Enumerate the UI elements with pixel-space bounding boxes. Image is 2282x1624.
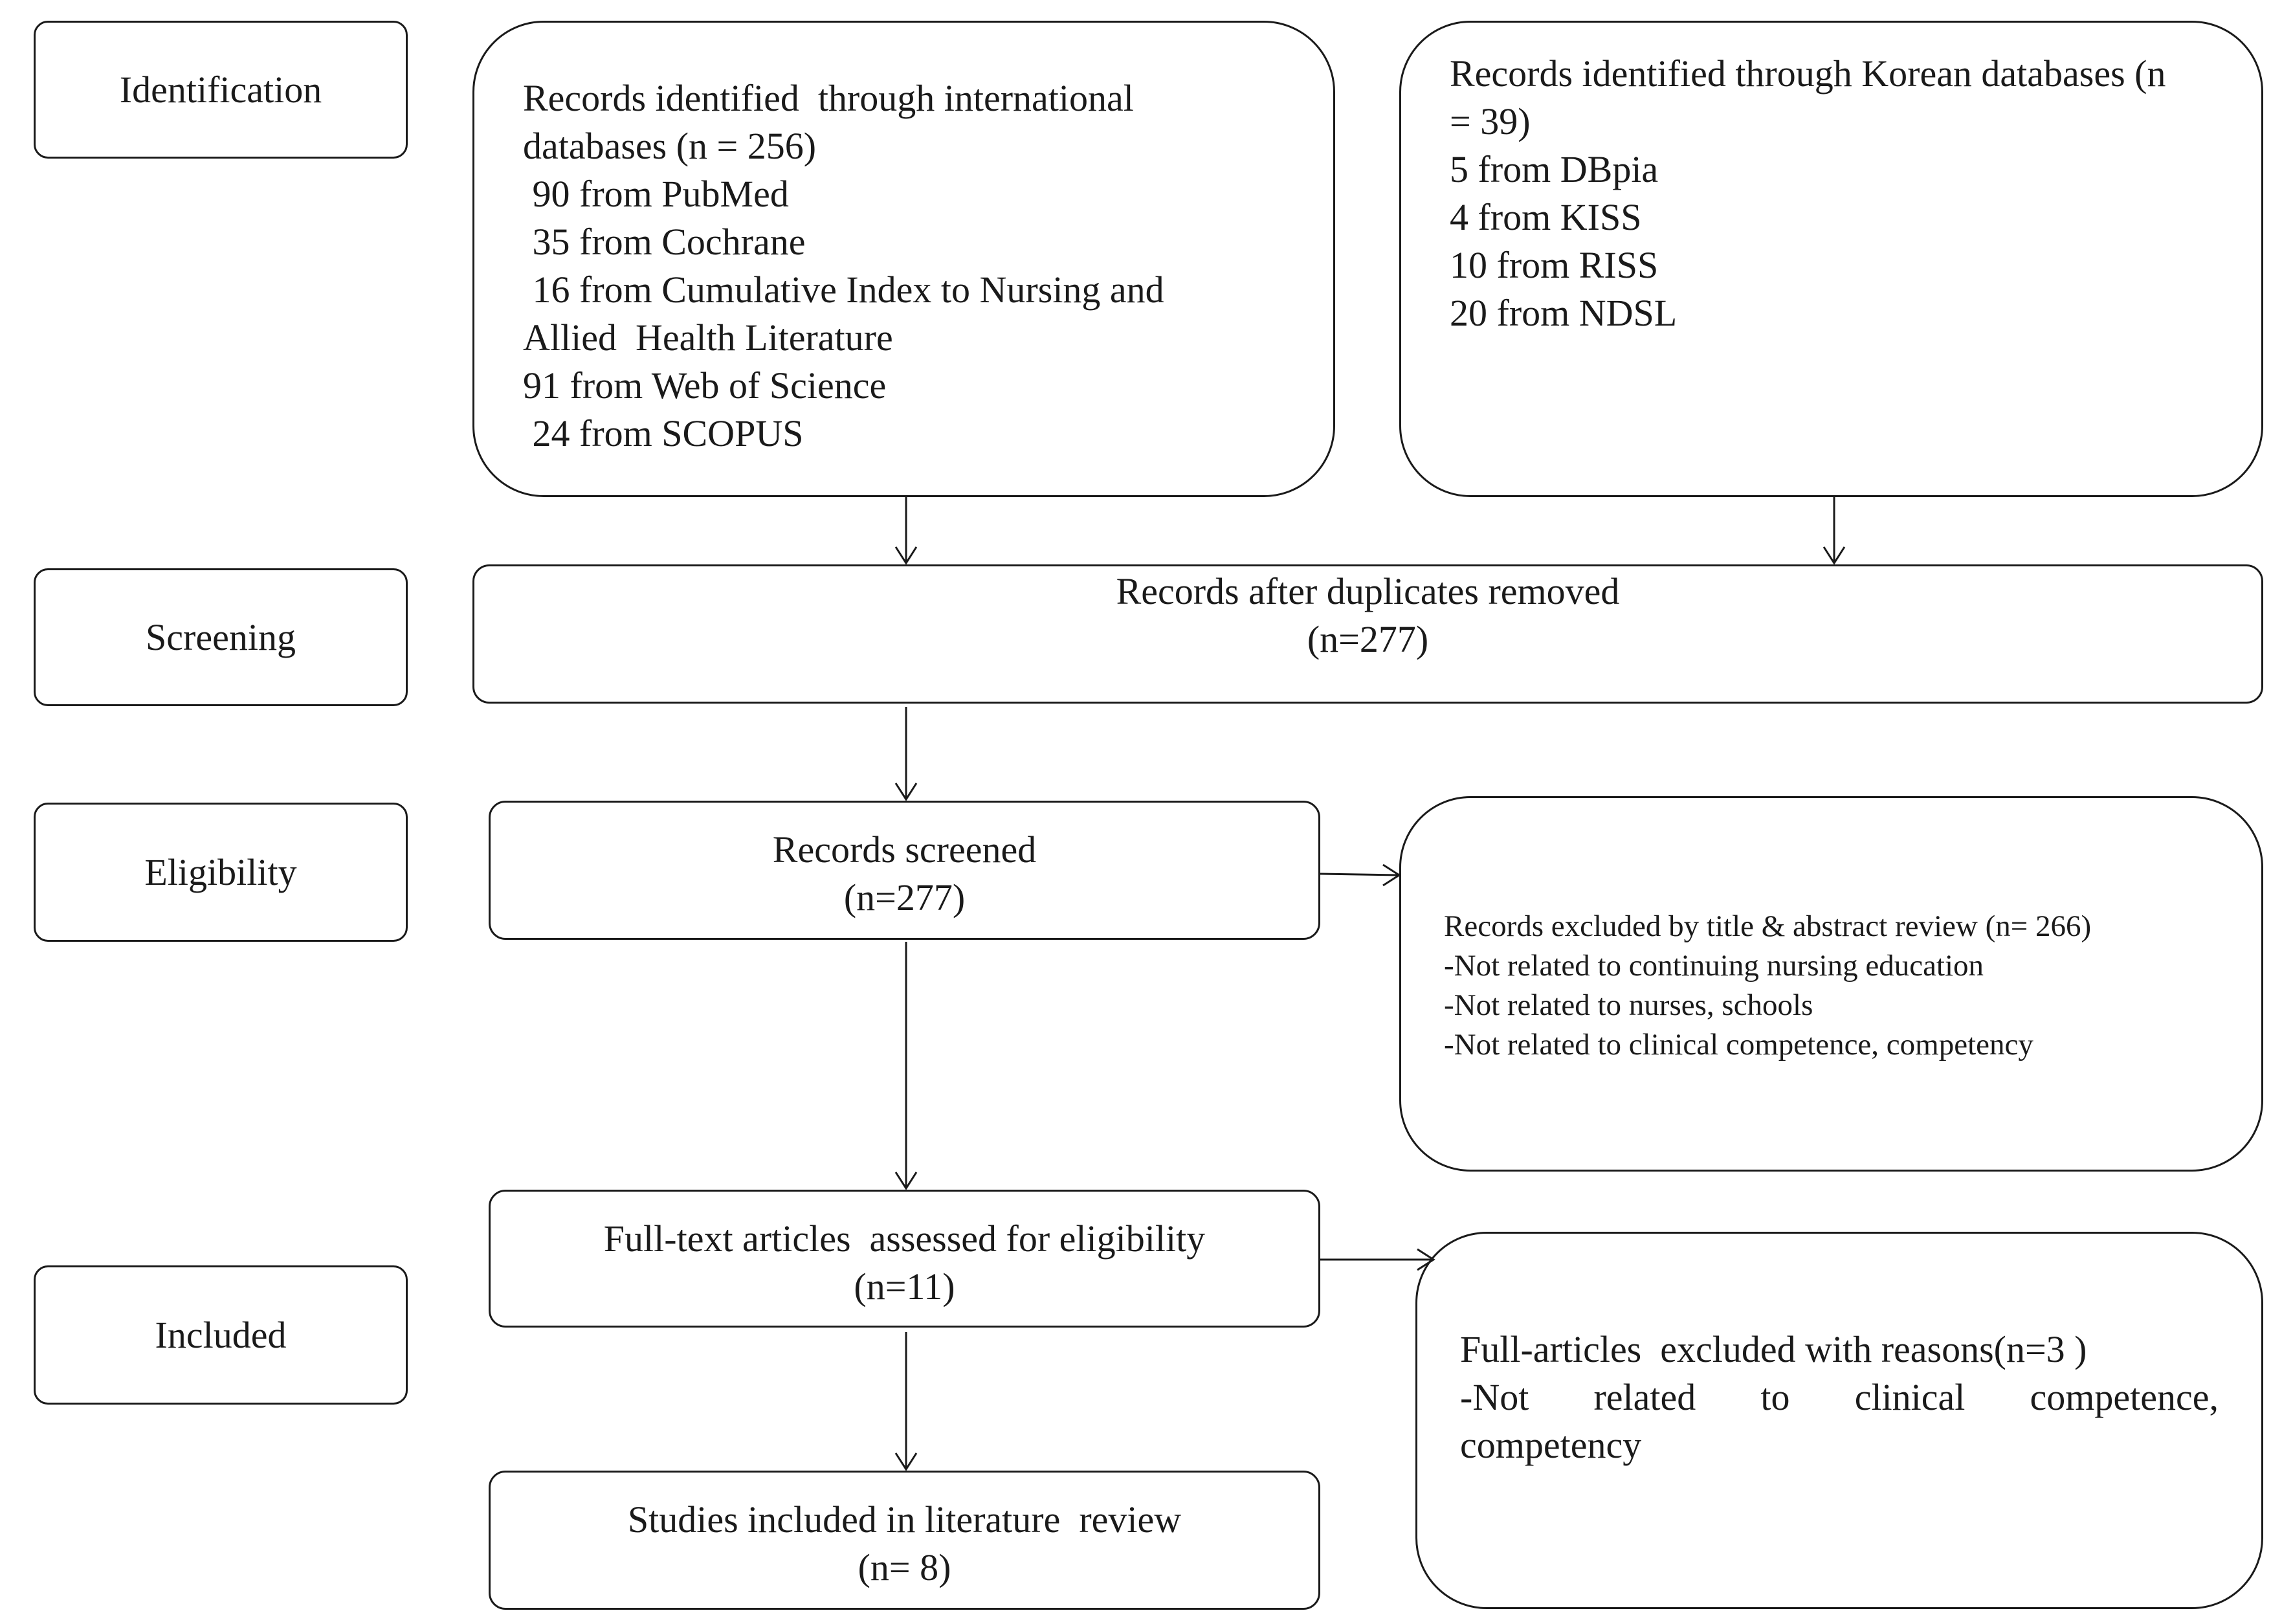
intl-line-2: databases (n = 256) [523,125,817,167]
stage-included: Included [34,1265,408,1405]
korean-line-2: = 39) [1450,100,1531,142]
korean-databases-box: Records identified through Korean databa… [1399,21,2263,497]
intl-line-6: Allied Health Literature [523,317,893,359]
arrow-screened-to-excluded [1320,873,1400,876]
records-screened-box: Records screened (n=277) [489,801,1320,940]
excluded-title-line-1: Records excluded by title & abstract rev… [1444,909,2092,943]
excluded-full-line-1: Full-articles excluded with reasons(n=3 … [1460,1328,2087,1370]
korean-line-4: 4 from KISS [1450,196,1642,238]
stage-eligibility: Eligibility [34,803,408,942]
arrowhead-screened-to-excluded [1382,863,1401,887]
duplicates-title: Records after duplicates removed [1116,570,1620,612]
arrowhead-intl-to-duplicates [894,546,918,565]
international-databases-box: Records identified through international… [472,21,1335,497]
excluded-full-word-5: competence, [2030,1376,2219,1418]
excluded-title-abstract-box: Records excluded by title & abstract rev… [1399,796,2263,1172]
intl-line-4: 35 from Cochrane [523,221,806,263]
screened-count: (n=277) [843,876,966,918]
duplicates-count: (n=277) [1307,618,1429,660]
excluded-full-line-2: -Not related to clinical competence, [1460,1374,2219,1421]
stage-screening-label: Screening [146,616,296,658]
excluded-title-line-3: -Not related to nurses, schools [1444,988,1813,1022]
intl-line-5: 16 from Cumulative Index to Nursing and [523,269,1164,311]
arrowhead-korean-to-duplicates [1822,546,1846,565]
stage-identification-label: Identification [119,69,322,111]
stage-eligibility-label: Eligibility [144,851,297,893]
arrowhead-screened-to-fulltext [894,1172,918,1190]
excluded-full-line-3: competency [1460,1424,1642,1466]
stage-identification: Identification [34,21,408,159]
korean-line-1: Records identified through Korean databa… [1450,52,2166,95]
studies-included-box: Studies included in literature review (n… [489,1471,1320,1610]
intl-line-8: 24 from SCOPUS [523,412,804,454]
arrowhead-fulltext-to-included [894,1452,918,1471]
korean-line-6: 20 from NDSL [1450,292,1678,334]
intl-line-1: Records identified through international [523,77,1134,119]
intl-line-7: 91 from Web of Science [523,364,887,406]
intl-line-3: 90 from PubMed [523,173,789,215]
arrowhead-fulltext-to-excluded [1417,1248,1435,1271]
duplicates-removed-box: Records after duplicates removed (n=277) [472,564,2263,704]
excluded-title-line-4: -Not related to clinical competence, com… [1444,1028,2033,1062]
excluded-full-word-1: -Not [1460,1376,1529,1418]
fulltext-excluded-box: Full-articles excluded with reasons(n=3 … [1415,1232,2263,1609]
fulltext-count: (n=11) [854,1265,955,1307]
fulltext-title: Full-text articles assessed for eligibil… [603,1218,1206,1260]
excluded-full-word-4: clinical [1854,1376,1966,1418]
korean-line-3: 5 from DBpia [1450,148,1659,190]
korean-line-5: 10 from RISS [1450,244,1659,286]
stage-included-label: Included [155,1314,287,1356]
screened-title: Records screened [772,829,1037,871]
excluded-title-line-2: -Not related to continuing nursing educa… [1444,949,1984,983]
arrowhead-duplicates-to-screened [894,783,918,801]
included-title: Studies included in literature review [627,1498,1182,1541]
fulltext-assessed-box: Full-text articles assessed for eligibil… [489,1190,1320,1328]
excluded-full-word-3: to [1760,1376,1790,1418]
included-count: (n= 8) [858,1546,951,1588]
excluded-full-word-2: related [1593,1376,1696,1418]
stage-screening: Screening [34,568,408,706]
